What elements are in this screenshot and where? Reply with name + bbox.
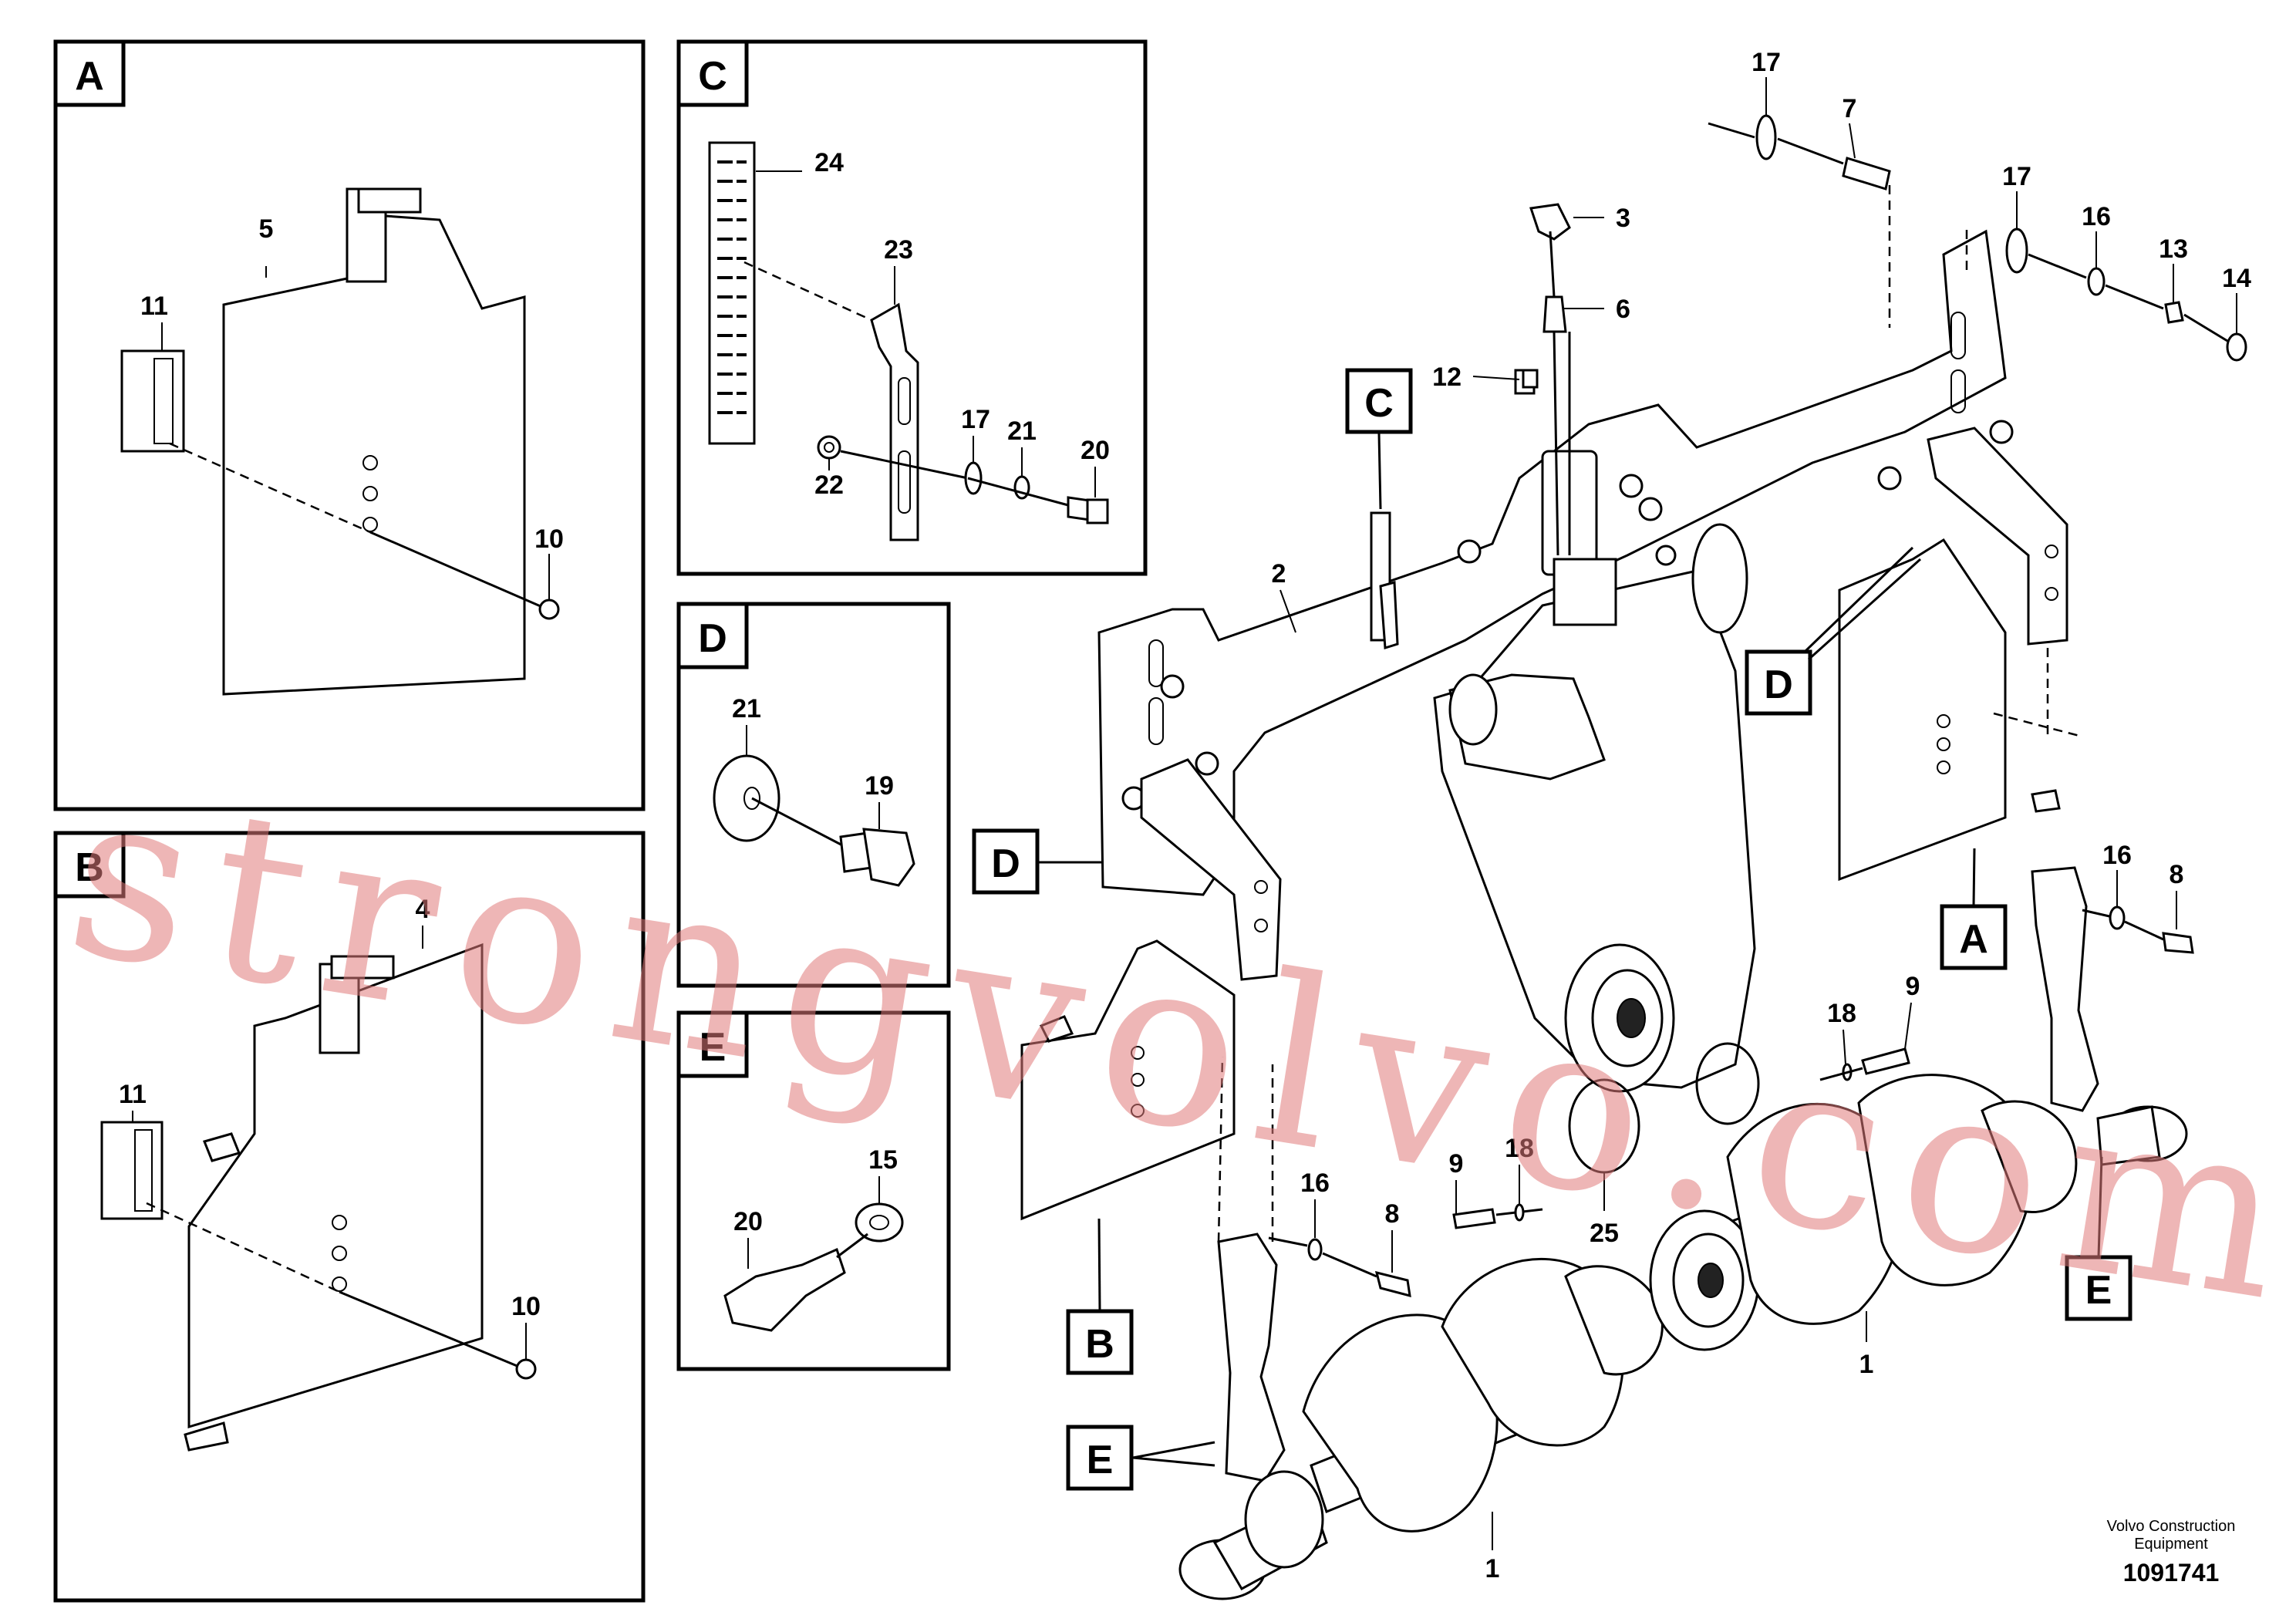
callout-2: 2 bbox=[1272, 559, 1286, 588]
tag-c: C bbox=[1364, 381, 1394, 426]
panel-e: E 15 20 bbox=[676, 1010, 951, 1371]
panel-c: C bbox=[676, 39, 1148, 576]
drawing-number: 1091741 bbox=[2123, 1559, 2220, 1587]
panel-b: B 4 11 10 bbox=[53, 831, 646, 1603]
main-assembly: C D D A B E E bbox=[972, 48, 2251, 1600]
callout-5: 5 bbox=[259, 214, 274, 244]
callout-17c: 17 bbox=[961, 405, 990, 434]
panel-a-letter: A bbox=[75, 54, 104, 99]
tag-e-left: E bbox=[1087, 1438, 1114, 1482]
tag-e-right: E bbox=[2085, 1268, 2112, 1313]
callout-20e: 20 bbox=[733, 1207, 763, 1236]
callout-14: 14 bbox=[2222, 264, 2251, 293]
callout-6: 6 bbox=[1616, 295, 1630, 324]
callout-18-right: 18 bbox=[1827, 999, 1856, 1028]
callout-9-left: 9 bbox=[1449, 1149, 1464, 1179]
tag-d-left: D bbox=[991, 841, 1020, 886]
callout-16-top: 16 bbox=[2082, 202, 2111, 231]
callout-1-right: 1 bbox=[1859, 1350, 1874, 1379]
panel-b-letter: B bbox=[75, 845, 104, 890]
callout-17-right: 17 bbox=[2002, 162, 2031, 191]
panel-d: D 21 19 bbox=[676, 602, 951, 988]
callout-22: 22 bbox=[814, 470, 844, 500]
callout-23: 23 bbox=[884, 235, 913, 265]
callout-21d: 21 bbox=[732, 694, 761, 723]
callout-25: 25 bbox=[1590, 1219, 1619, 1248]
tag-a: A bbox=[1959, 917, 1988, 962]
panel-d-letter: D bbox=[698, 616, 727, 661]
callout-20c: 20 bbox=[1081, 436, 1110, 465]
footer: Volvo Construction Equipment 1091741 bbox=[2107, 1518, 2236, 1587]
callout-4: 4 bbox=[416, 895, 430, 924]
callout-12: 12 bbox=[1432, 363, 1462, 392]
brand-line-2: Equipment bbox=[2134, 1536, 2208, 1553]
callout-21c: 21 bbox=[1007, 416, 1037, 446]
callout-16-right: 16 bbox=[2102, 841, 2132, 870]
callout-1-left: 1 bbox=[1485, 1554, 1500, 1583]
callout-9-right: 9 bbox=[1906, 972, 1920, 1001]
callout-11b: 11 bbox=[119, 1080, 147, 1109]
callout-16-left: 16 bbox=[1300, 1168, 1330, 1198]
tag-d-right: D bbox=[1764, 663, 1793, 707]
callout-11: 11 bbox=[140, 292, 168, 321]
tag-b: B bbox=[1085, 1322, 1114, 1367]
panel-e-letter: E bbox=[700, 1025, 727, 1070]
callout-19: 19 bbox=[865, 771, 894, 801]
callout-18-left: 18 bbox=[1505, 1134, 1534, 1163]
panel-c-letter: C bbox=[698, 54, 727, 99]
callout-24: 24 bbox=[814, 148, 844, 177]
callout-8-left: 8 bbox=[1385, 1199, 1400, 1229]
callout-8-right: 8 bbox=[2170, 860, 2184, 889]
callout-15: 15 bbox=[868, 1145, 898, 1175]
callout-17-top: 17 bbox=[1752, 48, 1781, 77]
callout-3: 3 bbox=[1616, 204, 1630, 233]
callout-7: 7 bbox=[1843, 94, 1857, 123]
panel-a: A 5 11 10 bbox=[53, 39, 646, 811]
brand-line-1: Volvo Construction bbox=[2107, 1518, 2236, 1535]
callout-10: 10 bbox=[534, 524, 564, 554]
callout-13: 13 bbox=[2159, 234, 2188, 264]
callout-10b: 10 bbox=[511, 1292, 541, 1321]
